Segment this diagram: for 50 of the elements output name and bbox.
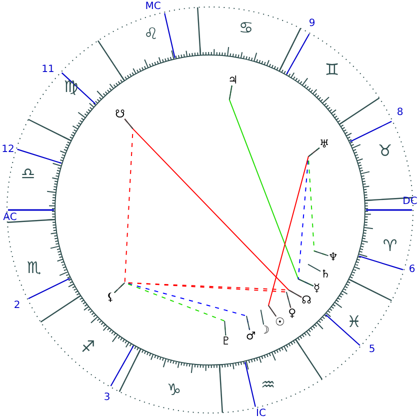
zodiac-sign-symbol: ♌ [144, 26, 158, 42]
house-label: 3 [104, 393, 110, 403]
zodiac-sign-symbol: ♑ [166, 382, 182, 398]
zodiac-sign-symbol: ♓ [346, 314, 362, 330]
zodiac-sign-symbol: ♎ [20, 166, 36, 182]
planet-symbol: ☋ [115, 108, 125, 119]
zodiac-sign-symbol: ♍ [64, 79, 78, 95]
planet-symbol: ☊ [302, 294, 312, 306]
zodiac-sign-symbol: ♋ [238, 20, 254, 36]
leader-line [246, 315, 250, 330]
planet-symbol: ♂ [246, 330, 256, 341]
house-label: 8 [396, 108, 404, 118]
leader-line [286, 291, 292, 308]
zodiac-sign-symbol: ♉ [378, 143, 392, 159]
planet-symbol: ♆ [328, 252, 338, 263]
planet-symbol: ♇ [221, 336, 232, 346]
planet-symbol: ♃ [228, 74, 238, 86]
planet-symbol: ♅ [319, 138, 330, 150]
leader-line [308, 147, 320, 158]
leader-line [298, 278, 314, 286]
house-label: DC [402, 197, 418, 207]
planet-symbol: ⚸ [106, 291, 114, 302]
house-label: 11 [42, 65, 54, 75]
planet-symbol: ☽ [260, 324, 270, 336]
house-label: 5 [368, 345, 376, 355]
zodiac-sign-symbol: ♒ [260, 377, 276, 393]
leader-line [268, 305, 277, 317]
leader-line [260, 309, 264, 326]
leader-line [114, 282, 126, 294]
leader-line [124, 118, 134, 130]
planet-symbol: ☉ [274, 316, 285, 328]
leader-line [288, 289, 302, 298]
house-label: 12 [2, 145, 14, 155]
zodiac-sign-symbol: ♐ [80, 339, 96, 355]
zodiac-sign-symbol: ♈ [382, 238, 398, 254]
leader-line [224, 320, 226, 336]
planet-symbol: ♀ [288, 308, 296, 319]
zodiac-sign-symbol: ♏ [26, 260, 42, 276]
zodiac-sign-symbol: ♊ [324, 62, 340, 78]
house-label: MC [145, 2, 161, 12]
house-label: 9 [308, 19, 316, 29]
house-label: 2 [14, 301, 20, 311]
leader-line [228, 85, 232, 100]
house-label: AC [3, 213, 17, 223]
leader-line [314, 250, 329, 256]
house-label: 6 [408, 265, 416, 275]
planet-symbol: ♄ [320, 268, 330, 280]
planet-symbol: ☿ [313, 282, 320, 294]
house-label: IC [256, 409, 266, 419]
leader-line [308, 264, 321, 272]
